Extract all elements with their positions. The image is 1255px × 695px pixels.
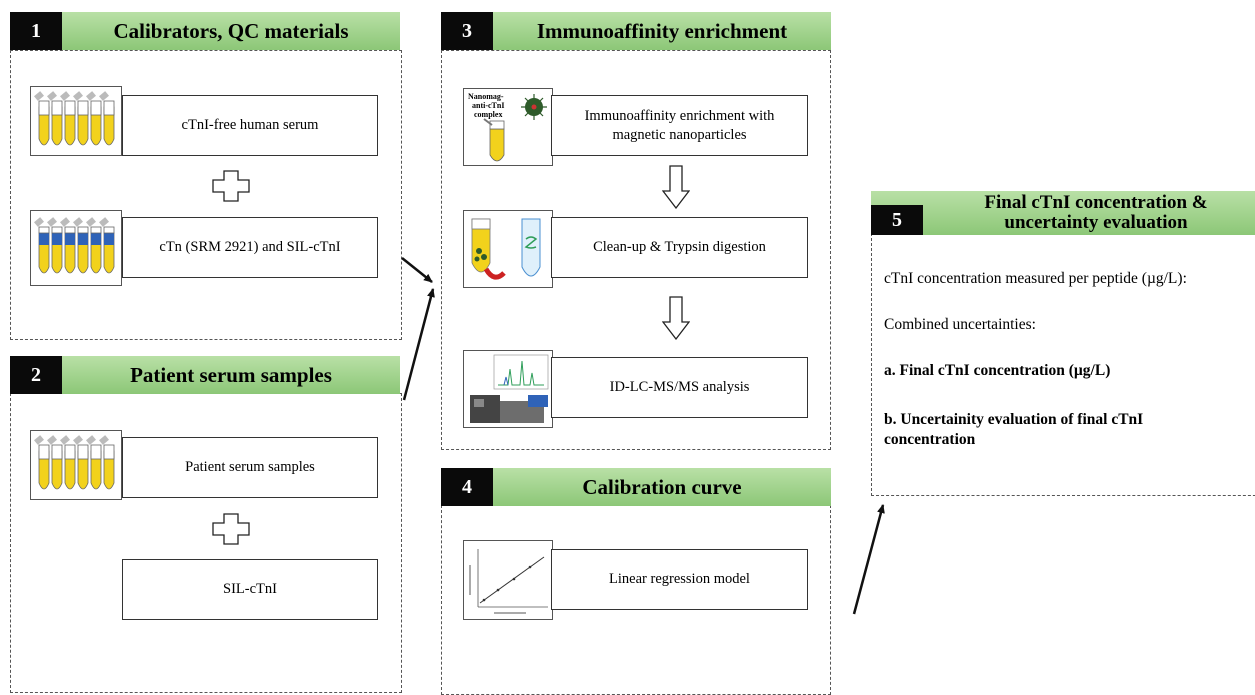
panel-calibrators xyxy=(10,50,402,340)
header-title-final-concentration: Final cTnI concentration & uncertainty e… xyxy=(931,191,1255,235)
item-text-line: concentration xyxy=(884,431,976,449)
plus-icon xyxy=(212,513,250,545)
thumb-label: anti-cTnI xyxy=(472,101,504,110)
box-text-line: magnetic nanoparticles xyxy=(612,126,747,143)
plus-icon xyxy=(212,170,250,202)
tubes-blue-yellow-icon xyxy=(30,210,122,286)
box-cleanup-digestion: Clean-up & Trypsin digestion xyxy=(551,217,808,278)
combined-uncertainties-text: Combined uncertainties: xyxy=(884,316,1036,333)
header-final-concentration: 5 Final cTnI concentration & uncertainty… xyxy=(871,191,1255,235)
header-title-calibrators: Calibrators, QC materials xyxy=(113,18,349,43)
measured-per-peptide-text: cTnI concentration measured per peptide … xyxy=(884,270,1187,287)
item-final-concentration: a. Final cTnI concentration (µg/L) xyxy=(884,362,1111,379)
header-title-patient-samples: Patient serum samples xyxy=(130,362,332,387)
lc-ms-instrument-icon xyxy=(463,350,553,428)
thumb-label: complex xyxy=(474,110,502,119)
box-sil-ctni: SIL-cTnI xyxy=(122,559,378,620)
header-title-calibration-curve: Calibration curve xyxy=(582,474,742,499)
arrow-1-to-3 xyxy=(401,257,433,283)
tubes-yellow-icon xyxy=(30,86,122,156)
header-title-immunoaffinity: Immunoaffinity enrichment xyxy=(536,18,788,43)
down-arrow-icon xyxy=(662,296,690,340)
box-linear-regression: Linear regression model xyxy=(551,549,808,610)
panel-immunoaffinity xyxy=(441,50,831,450)
connector-arrows xyxy=(401,257,885,615)
step-number-4: 4 xyxy=(441,468,493,506)
header-calibrators: 1 Calibrators, QC materials xyxy=(10,12,400,50)
item-text-line: b. Uncertainity evaluation of final cTnI xyxy=(884,411,1144,428)
step-number-2: 2 xyxy=(10,356,62,394)
item-uncertainty-evaluation: b. Uncertainity evaluation of final cTnI… xyxy=(884,410,1143,450)
header-calibration-curve: 4 Calibration curve xyxy=(441,468,831,506)
box-immunoaffinity-enrichment: Immunoaffinity enrichment with magnetic … xyxy=(551,95,808,156)
thumb-label: Nanomag- xyxy=(468,92,504,101)
box-ctni-free-serum: cTnI-free human serum xyxy=(122,95,378,156)
tubes-yellow-icon xyxy=(30,430,122,500)
nanoparticle-tube-icon: Nanomag- anti-cTnI complex xyxy=(463,88,553,166)
box-id-lc-ms: ID-LC-MS/MS analysis xyxy=(551,357,808,418)
step-number-5: 5 xyxy=(871,205,923,235)
box-ctn-srm: cTn (SRM 2921) and SIL-cTnI xyxy=(122,217,378,278)
down-arrow-icon xyxy=(662,165,690,209)
arrow-2-to-3 xyxy=(402,288,435,401)
magnet-digestion-icon xyxy=(463,210,553,288)
header-title-line: uncertainty evaluation xyxy=(1004,212,1188,233)
arrow-4-to-5 xyxy=(852,504,885,615)
step-number-3: 3 xyxy=(441,12,493,50)
header-title-line: Final cTnI concentration & xyxy=(984,192,1208,214)
box-text-line: Immunoaffinity enrichment with xyxy=(584,108,775,125)
header-immunoaffinity: 3 Immunoaffinity enrichment xyxy=(441,12,831,50)
box-patient-serum: Patient serum samples xyxy=(122,437,378,498)
calibration-curve-thumbnail xyxy=(463,540,553,620)
header-patient-samples: 2 Patient serum samples xyxy=(10,356,400,394)
step-number-1: 1 xyxy=(10,12,62,50)
